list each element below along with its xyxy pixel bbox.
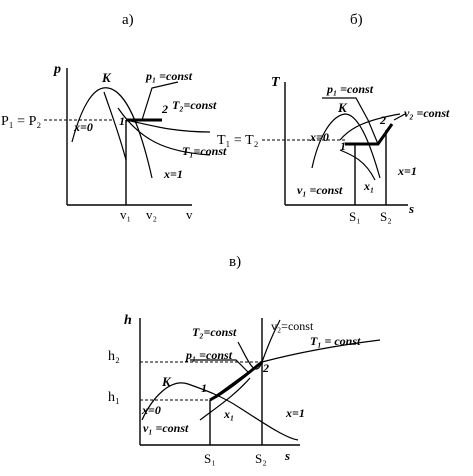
p1-const-label-b: p₁ =const: [326, 82, 374, 96]
saturation-dome: [71, 87, 153, 179]
p1-const-label-c: p₁ =const: [185, 348, 233, 362]
T1-const-label-a: T₁=const: [182, 144, 227, 158]
v1-const-label-b: v₁ =const: [297, 183, 343, 197]
v-axis-label: v: [186, 207, 193, 222]
temperature-label: T₁ = T₂: [217, 133, 259, 148]
isobar-process-b: [345, 123, 394, 146]
isobar-p1-c: [190, 359, 249, 373]
s-axis-label: s: [408, 201, 414, 216]
h2-label: h₂: [108, 349, 120, 364]
x1-point-label-b: x₁: [363, 179, 374, 193]
isochore-v1-b: [339, 149, 376, 181]
panel-a-caption: а): [122, 12, 134, 28]
x1-label-a: x=1: [163, 167, 183, 181]
saturation-dome-b: [311, 113, 381, 179]
isotherm-T1-c: [209, 339, 381, 401]
S2-label-c: S₂: [255, 451, 267, 466]
x1-label-b: x=1: [397, 164, 417, 178]
panel-b: б) T s T₁ = T₂ K 1 2 x=0 x=1 x₁ p₁ =cons…: [217, 12, 450, 224]
critical-point-K-b: K: [337, 100, 348, 115]
critical-point-K-a: K: [101, 70, 112, 85]
panel-c-caption: в): [229, 254, 241, 270]
panel-b-caption: б): [350, 12, 363, 28]
isochore-v2-c: [261, 319, 281, 363]
v2-const-label-b: v₂ =const: [404, 106, 450, 120]
T2-const-label-c: T₂=const: [192, 325, 237, 339]
T2-const-label-a: T₂=const: [172, 98, 217, 112]
isotherm-T1: [117, 107, 211, 156]
x1-point-label-c: x₁: [223, 407, 234, 421]
point-1-b: 1: [340, 139, 346, 153]
S2-label-b: S₂: [380, 209, 392, 224]
p1-const-label-a: p₁ =const: [145, 69, 193, 83]
point-2-a: 2: [161, 102, 168, 116]
point-2-c: 2: [262, 361, 269, 375]
isobar-p1-b: [322, 97, 379, 145]
panel-a: а) p v P₁ = P₂ K 1 2 x=0 x=1 p₁ =const T…: [1, 12, 227, 222]
h1-label: h₁: [108, 390, 120, 405]
isotherm-K: [103, 91, 127, 161]
v2-label: v₂: [146, 207, 157, 222]
h-axis-label: h: [124, 313, 132, 328]
pressure-label: P₁ = P₂: [1, 114, 41, 129]
isotherm-T2-c: [237, 341, 263, 370]
s-axis-label-c: s: [284, 448, 290, 463]
isochore-v1-c: [199, 377, 251, 421]
S1-label-c: S₁: [204, 451, 216, 466]
isobar-p1-leader: [141, 81, 179, 121]
x0-label-c: x=0: [141, 403, 161, 417]
point-1-c: 1: [201, 381, 207, 395]
panel-c: в) h s h₂ h₁ K 1 2 x=0 x=1 x₁ T₂=const v…: [108, 254, 381, 466]
critical-point-K-c: K: [161, 374, 172, 389]
isochore-v2-b: [339, 113, 401, 141]
point-1-a: 1: [119, 114, 125, 128]
x0-label-b: x=0: [309, 130, 329, 144]
v2-leader-b: [393, 113, 406, 121]
T1-const-label-c: T₁ = const: [310, 334, 361, 348]
x1-label-c: x=1: [285, 406, 305, 420]
saturation-curve-c: [141, 382, 299, 441]
v2-const-label-c: v₂=const: [271, 319, 314, 333]
isotherm-T2: [125, 119, 211, 133]
S1-label-b: S₁: [349, 209, 361, 224]
T-axis-label: T: [271, 75, 281, 90]
v1-const-label-c: v₁ =const: [143, 421, 189, 435]
v1-label: v₁: [120, 207, 131, 222]
point-2-b: 2: [379, 113, 386, 127]
p-axis-label: p: [53, 62, 61, 77]
x0-label-a: x=0: [73, 120, 93, 134]
